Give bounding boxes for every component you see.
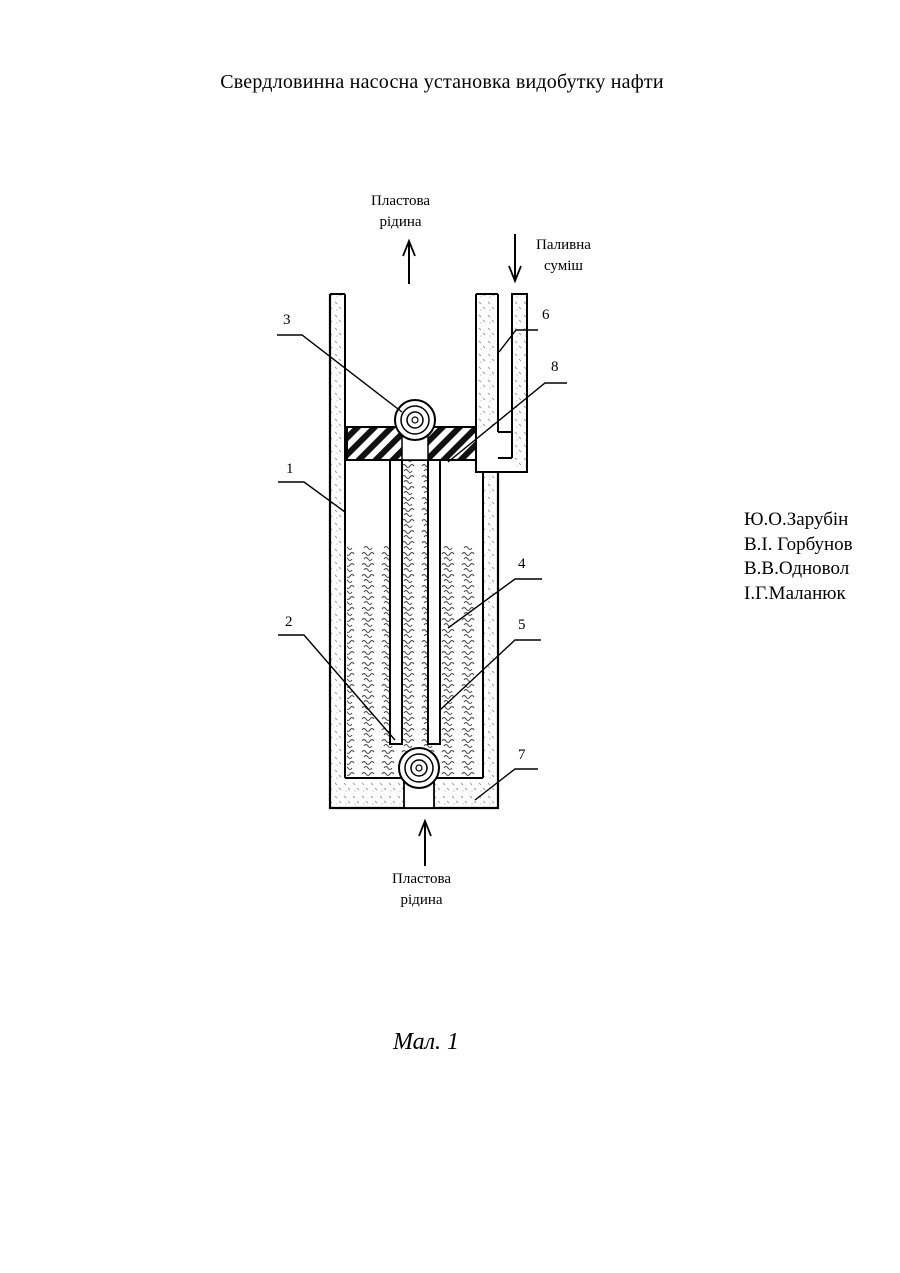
callout-6: 6 xyxy=(542,307,550,323)
lower-ball-valve xyxy=(399,748,439,808)
fuel-inlet-label: Паливна суміш xyxy=(536,235,591,277)
inner-tube xyxy=(390,460,440,744)
callout-4: 4 xyxy=(518,556,526,572)
callout-1: 1 xyxy=(286,461,294,477)
arrow-down-fuel-icon xyxy=(509,234,521,281)
label-line: рідина xyxy=(371,212,430,233)
callout-7: 7 xyxy=(518,747,526,763)
callout-5: 5 xyxy=(518,617,526,633)
label-line: рідина xyxy=(392,890,451,911)
callout-3: 3 xyxy=(283,312,291,328)
label-line: Пластова xyxy=(371,191,430,212)
bottom-inlet-label: Пластова рідина xyxy=(392,869,451,911)
arrow-up-outlet-icon xyxy=(403,241,415,284)
label-line: Паливна xyxy=(536,235,591,256)
label-line: суміш xyxy=(536,256,591,277)
top-outlet-label: Пластова рідина xyxy=(371,191,430,233)
callout-2: 2 xyxy=(285,614,293,630)
callout-8: 8 xyxy=(551,359,559,375)
arrow-up-inlet-icon xyxy=(419,821,431,866)
label-line: Пластова xyxy=(392,869,451,890)
upper-ball-valve xyxy=(395,400,435,440)
